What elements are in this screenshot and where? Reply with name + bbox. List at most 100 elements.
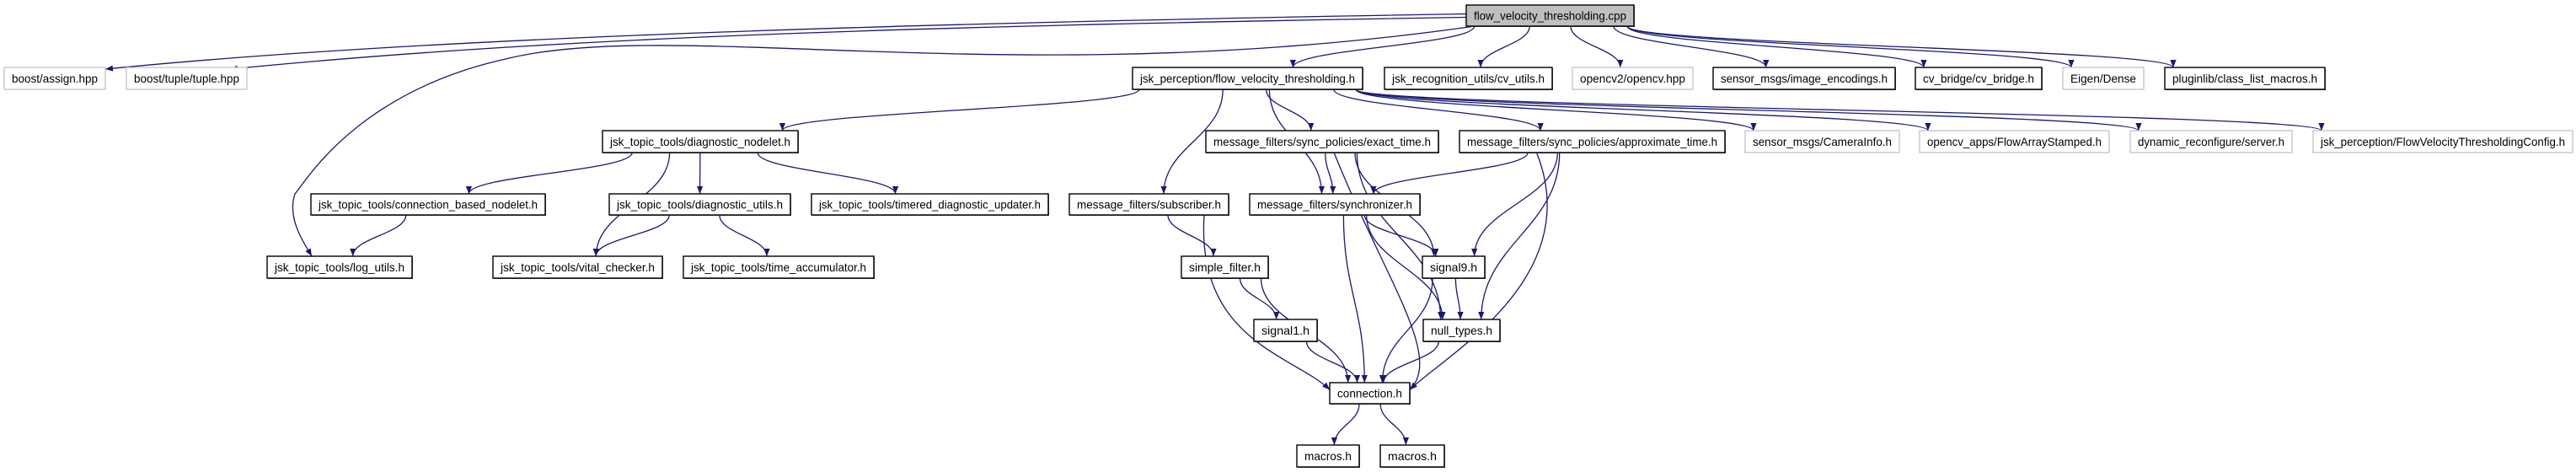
- edge-approx-to-sync: [1370, 152, 1529, 195]
- node-fvth[interactable]: jsk_perception/flow_velocity_thresholdin…: [1132, 67, 1363, 90]
- node-box: [2164, 67, 2326, 90]
- edge-simplefilter-to-signal1: [1239, 277, 1280, 320]
- node-label: Eigen/Dense: [2070, 72, 2136, 85]
- node-nulltypes[interactable]: null_types.h: [1422, 319, 1501, 342]
- node-label: message_filters/synchronizer.h: [1257, 198, 1412, 212]
- node-label: opencv2/opencv.hpp: [1580, 72, 1685, 85]
- edge-cpp-to-fvth: [1289, 25, 1475, 68]
- node-sync[interactable]: message_filters/synchronizer.h: [1249, 193, 1421, 216]
- node-subscriber[interactable]: message_filters/subscriber.h: [1068, 193, 1229, 216]
- edge-diagnodelet-to-timered: [757, 152, 899, 195]
- node-config: jsk_perception/FlowVelocityThresholdingC…: [2312, 130, 2573, 153]
- node-box: [1384, 67, 1553, 90]
- node-timered[interactable]: jsk_topic_tools/timered_diagnostic_updat…: [811, 193, 1049, 216]
- edge-fvth-to-subscriber: [1160, 88, 1224, 195]
- node-cvbridge[interactable]: cv_bridge/cv_bridge.h: [1915, 67, 2043, 90]
- edge-cpp-to-logutils: [292, 25, 1475, 257]
- edge-fvth-to-server: [1355, 88, 2142, 131]
- node-connection[interactable]: connection.h: [1329, 382, 1411, 405]
- node-diagnodelet[interactable]: jsk_topic_tools/diagnostic_nodelet.h: [602, 130, 799, 153]
- edge-fvth-to-exact: [1265, 88, 1315, 131]
- node-diagutils[interactable]: jsk_topic_tools/diagnostic_utils.h: [608, 193, 791, 216]
- edge-fvth-to-camerainfo: [1355, 88, 1757, 131]
- node-logutils[interactable]: jsk_topic_tools/log_utils.h: [266, 255, 413, 279]
- node-label: boost/tuple/tuple.hpp: [134, 72, 239, 85]
- node-camerainfo: sensor_msgs/CameraInfo.h: [1744, 130, 1900, 153]
- node-label: flow_velocity_thresholding.cpp: [1474, 9, 1626, 23]
- node-box: [1572, 67, 1694, 90]
- edge-approx-to-nulltypes: [1478, 152, 1561, 320]
- edge-connnodelet-to-logutils: [350, 214, 407, 257]
- node-eigen: Eigen/Dense: [2062, 67, 2145, 90]
- node-macros2[interactable]: macros.h: [1379, 444, 1445, 468]
- edge-sync-to-nulltypes: [1365, 214, 1446, 320]
- edge-cpp-to-imgenc: [1613, 25, 1770, 68]
- node-simplefilter[interactable]: simple_filter.h: [1181, 255, 1269, 279]
- node-box: [1379, 444, 1445, 468]
- nodes-layer: flow_velocity_thresholding.cppboost/assi…: [3, 4, 2573, 468]
- edge-diagutils-to-vital: [592, 214, 670, 257]
- edge-sync-to-signal9: [1363, 214, 1439, 257]
- node-box: [1329, 382, 1411, 405]
- edge-exact-to-sync: [1325, 152, 1336, 195]
- node-label: simple_filter.h: [1189, 260, 1261, 274]
- node-box: [3, 67, 106, 90]
- node-box: [1296, 444, 1360, 468]
- node-box: [811, 193, 1049, 216]
- node-label: signal1.h: [1261, 324, 1309, 337]
- edge-cpp-to-tuple: [229, 16, 1467, 72]
- node-signal1[interactable]: signal1.h: [1253, 319, 1318, 342]
- node-connnodelet[interactable]: jsk_topic_tools/connection_based_nodelet…: [310, 193, 546, 216]
- node-opencv: opencv2/opencv.hpp: [1572, 67, 1694, 90]
- node-box: [1459, 130, 1726, 153]
- node-vital[interactable]: jsk_topic_tools/vital_checker.h: [492, 255, 663, 279]
- edge-cpp-to-eigen: [1626, 25, 2075, 68]
- edge-cpp-to-opencv: [1570, 25, 1624, 68]
- node-approx[interactable]: message_filters/sync_policies/approximat…: [1459, 130, 1726, 153]
- edge-fvth-to-config: [1355, 88, 2325, 131]
- edge-connection-to-macros1: [1331, 403, 1360, 446]
- node-flowarray: opencv_apps/FlowArrayStamped.h: [1919, 130, 2110, 153]
- edge-cpp-to-cvutils: [1477, 25, 1530, 68]
- edge-nulltypes-to-connection: [1380, 341, 1439, 384]
- node-box: [1915, 67, 2043, 90]
- node-signal9[interactable]: signal9.h: [1422, 255, 1486, 279]
- node-cvutils[interactable]: jsk_recognition_utils/cv_utils.h: [1384, 67, 1553, 90]
- node-label: jsk_perception/flow_velocity_thresholdin…: [1139, 72, 1355, 85]
- node-label: cv_bridge/cv_bridge.h: [1923, 72, 2034, 85]
- edge-cpp-to-cvbridge: [1626, 25, 1927, 68]
- node-exact[interactable]: message_filters/sync_policies/exact_time…: [1205, 130, 1439, 153]
- node-label: opencv_apps/FlowArrayStamped.h: [1927, 135, 2102, 148]
- node-box: [1249, 193, 1421, 216]
- node-imgenc[interactable]: sensor_msgs/image_encodings.h: [1712, 67, 1896, 90]
- edge-signal9-to-connection: [1379, 277, 1433, 384]
- node-label: signal9.h: [1430, 260, 1477, 274]
- edge-cpp-to-pluginlib: [1626, 25, 2177, 68]
- edge-cpp-to-assign: [104, 13, 1467, 72]
- node-box: [492, 255, 663, 279]
- node-label: sensor_msgs/CameraInfo.h: [1753, 135, 1892, 148]
- node-box: [2129, 130, 2293, 153]
- node-box: [1422, 319, 1501, 342]
- node-label: jsk_perception/FlowVelocityThresholdingC…: [2320, 135, 2565, 148]
- node-label: message_filters/sync_policies/exact_time…: [1213, 135, 1431, 148]
- node-label: jsk_recognition_utils/cv_utils.h: [1391, 72, 1545, 85]
- node-label: jsk_topic_tools/log_utils.h: [274, 260, 404, 274]
- node-pluginlib[interactable]: pluginlib/class_list_macros.h: [2164, 67, 2326, 90]
- edge-exact-to-nulltypes: [1356, 152, 1444, 320]
- node-box: [310, 193, 546, 216]
- node-box: [1068, 193, 1229, 216]
- edge-diagnodelet-to-connnodelet: [465, 152, 633, 195]
- node-box: [602, 130, 799, 153]
- node-box: [1132, 67, 1363, 90]
- node-label: jsk_topic_tools/timered_diagnostic_updat…: [818, 198, 1041, 212]
- node-box: [1919, 130, 2110, 153]
- edges-layer: [104, 13, 2325, 446]
- node-macros1[interactable]: macros.h: [1296, 444, 1360, 468]
- node-box: [1181, 255, 1269, 279]
- node-label: macros.h: [1304, 449, 1352, 463]
- node-cpp[interactable]: flow_velocity_thresholding.cpp: [1465, 4, 1635, 27]
- node-timeacc[interactable]: jsk_topic_tools/time_accumulator.h: [683, 255, 875, 279]
- edge-approx-to-signal9: [1471, 152, 1559, 257]
